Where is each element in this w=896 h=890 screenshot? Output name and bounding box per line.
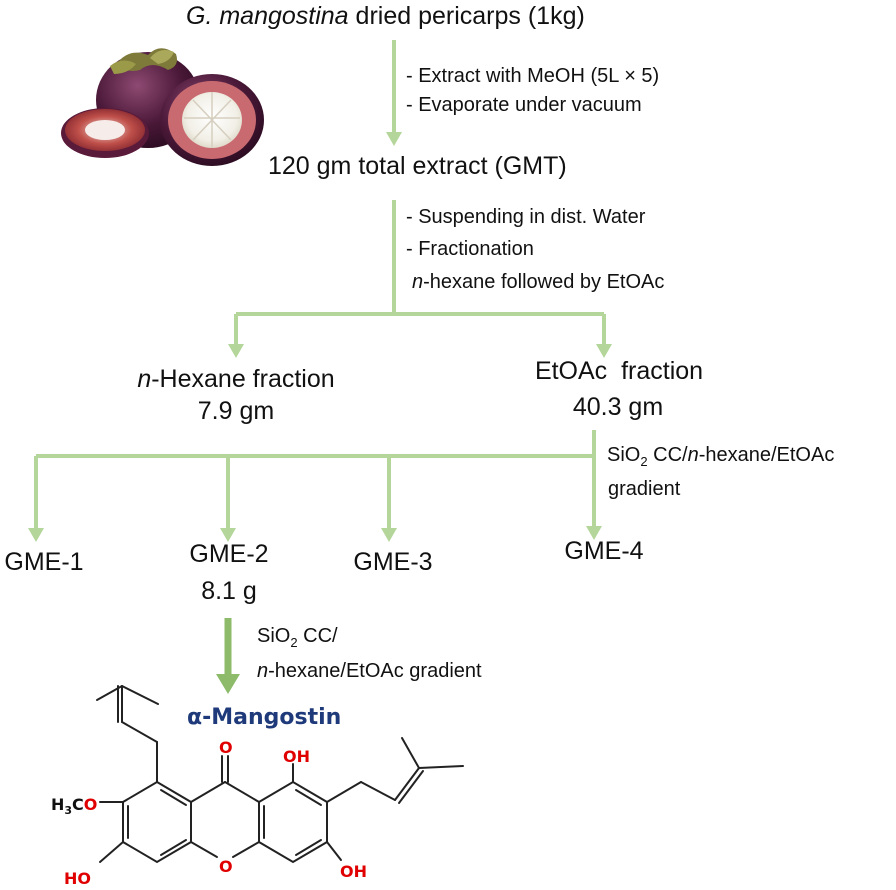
final-arrow: [216, 618, 240, 694]
starting-material: G. mangostina dried pericarps (1kg): [186, 2, 585, 30]
step3-line2: gradient: [608, 478, 681, 500]
step1-line1: - Extract with MeOH (5L × 5): [406, 65, 660, 87]
step2-line3: n-hexane followed by EtOAc: [412, 271, 665, 293]
product-name: α-Mangostin: [187, 705, 342, 730]
fraction-gme-3: GME-3: [353, 548, 433, 576]
hydroxyl-top: OH: [283, 747, 310, 766]
fraction-gme-1: GME-1: [4, 548, 84, 576]
hydroxyl-right: OH: [340, 862, 367, 881]
etoac-fraction-label: EtOAc fraction: [534, 357, 704, 385]
fraction-gme-2-amount: 8.1 g: [201, 577, 257, 605]
carbonyl-oxygen: O: [219, 738, 233, 757]
step2-line2: - Fractionation: [406, 238, 534, 260]
step4-line2: n-hexane/EtOAc gradient: [257, 660, 482, 682]
step4-line1: SiO2 CC/: [257, 625, 338, 650]
hydroxyl-left: HO: [64, 869, 91, 888]
step2-line1: - Suspending in dist. Water: [406, 206, 646, 228]
fraction-gme-2: GME-2: [189, 540, 269, 568]
methoxy-group: H3CO: [51, 795, 97, 817]
total-extract: 120 gm total extract (GMT): [268, 152, 567, 180]
fraction-gme-4: GME-4: [564, 537, 644, 565]
ring-oxygen: O: [219, 857, 233, 876]
step1-line2: - Evaporate under vacuum: [406, 94, 642, 116]
hexane-fraction-amount: 7.9 gm: [197, 397, 275, 425]
step3-line1: SiO2 CC/n-hexane/EtOAc: [607, 444, 835, 469]
etoac-fraction-amount: 40.3 gm: [572, 393, 664, 421]
hexane-fraction-label: n-Hexane fraction: [137, 365, 335, 393]
